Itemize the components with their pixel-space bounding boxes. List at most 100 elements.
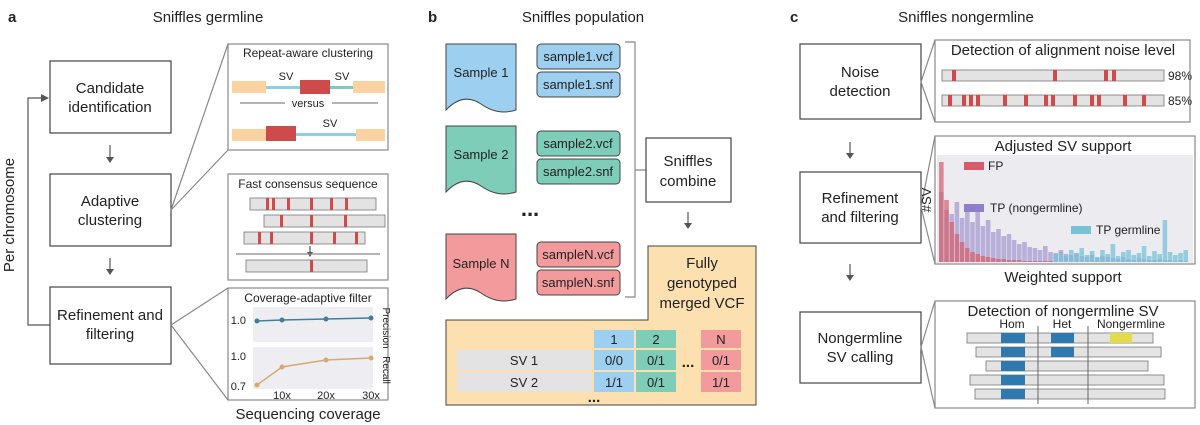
recall-tick-high: 1.0 (231, 351, 246, 363)
c-step1-line2: detection (830, 83, 891, 100)
support-bar (944, 200, 949, 262)
sampleN-snf (536, 269, 621, 296)
support-bar (1001, 259, 1006, 262)
support-bar (1032, 248, 1038, 262)
support-bar (1006, 260, 1012, 262)
support-bar (1063, 256, 1069, 262)
adaptive-clustering-box (49, 173, 172, 247)
merged-line3: merged VCF (659, 295, 744, 312)
table-mid-ellipsis: ... (682, 354, 695, 371)
support-bar (954, 234, 960, 262)
step1-line1: Candidate (76, 80, 144, 97)
x-tick-10x: 10x (273, 390, 291, 402)
support-bar (1069, 250, 1074, 262)
legend-fp-swatch (964, 162, 984, 170)
support-xlabel: Weighted support (1004, 269, 1122, 286)
table-header-2-bg (636, 330, 676, 348)
table-r1cn: 0/1 (712, 353, 730, 368)
support-bar (1001, 236, 1006, 262)
support-bar (954, 202, 960, 262)
support-bar (1022, 242, 1027, 262)
support-bar (1183, 250, 1188, 262)
support-bar (1089, 251, 1095, 262)
arrow-a1-head (106, 157, 114, 163)
sampleN-snf-label: sampleN.snf (542, 275, 615, 290)
table-row-1-label: SV 1 (510, 353, 538, 368)
sequencing-coverage-label: Sequencing coverage (235, 406, 380, 423)
support-bar (985, 220, 991, 262)
sample2-snf-label: sample2.snf (543, 164, 613, 179)
support-bar (1048, 252, 1053, 262)
sampleN-label: Sample N (452, 256, 509, 271)
table-row-2-label-bg (457, 372, 592, 392)
panel-b-letter: b (428, 9, 437, 26)
sample1-snf (536, 71, 621, 98)
samples-ellipsis: ... (521, 196, 539, 221)
noise-read-2-marks (948, 95, 1146, 106)
panel-c-title: Sniffles nongermline (898, 9, 1034, 26)
support-bar (1141, 246, 1147, 262)
sample2-label: Sample 2 (454, 147, 509, 162)
support-bar (1167, 252, 1173, 262)
sampleN-vcf-label: sampleN.vcf (542, 247, 614, 262)
precision-points (254, 315, 374, 324)
repeat-aware-title: Repeat-aware clustering (243, 46, 373, 60)
sample1-label: Sample 1 (454, 65, 509, 80)
precision-axis-label: Precision (380, 307, 391, 348)
support-bar (1126, 250, 1131, 262)
sample1-doc (445, 43, 517, 113)
sample1-snf-label: sample1.snf (543, 77, 613, 92)
legend-tp-germline-swatch (1071, 226, 1091, 234)
support-bar (1121, 252, 1126, 262)
support-bar (1022, 261, 1027, 262)
noise-level-2: 85% (1168, 94, 1192, 108)
sample2-snf (536, 158, 621, 185)
sample2-vcf (536, 130, 621, 157)
table-r2cn-bg (701, 372, 741, 392)
support-bar (1173, 255, 1178, 262)
repeat-sv-label-1: SV (279, 71, 294, 83)
support-bar (1178, 253, 1183, 262)
consensus-result-mark (310, 260, 313, 272)
support-bar (975, 254, 980, 262)
arrow-c2-head (846, 275, 854, 281)
merged-line1: Fully (686, 255, 718, 272)
support-bar (1032, 261, 1038, 262)
table-header-n-bg (701, 330, 741, 348)
arrow-c1-head (846, 153, 854, 159)
step2-line1: Adaptive (81, 193, 139, 210)
consensus-result-read (245, 259, 368, 273)
panel-a-letter: a (8, 9, 17, 26)
support-bar (1037, 261, 1043, 262)
precision-line (256, 317, 372, 322)
noise-title: Detection of alignment noise level (951, 42, 1175, 59)
table-r2c2-bg (636, 372, 676, 392)
sample2-vcf-label: sample2.vcf (543, 136, 613, 151)
table-r2c2: 0/1 (647, 375, 665, 390)
support-bar (1079, 248, 1084, 262)
label-het: Het (1053, 317, 1072, 331)
support-bar (1115, 256, 1121, 262)
precision-tick: 1.0 (231, 315, 246, 327)
support-ylabel: #SV (919, 187, 934, 212)
c-step2-line1: Refinement (822, 190, 900, 207)
repeat-read-1 (232, 80, 385, 94)
support-bar (1027, 261, 1032, 262)
noise-read-1-marks (952, 70, 1116, 81)
support-bar (985, 257, 991, 262)
support-bar (1043, 261, 1048, 262)
table-bottom-ellipsis: ... (588, 389, 601, 406)
x-tick-20x: 20x (317, 390, 335, 402)
support-bar (1017, 244, 1022, 262)
connector-clustering (170, 43, 229, 211)
table-row-1-label-bg (457, 350, 592, 370)
support-bars (939, 162, 1188, 262)
c-refinement-box (799, 171, 922, 244)
support-bar (939, 162, 944, 262)
sampleN-doc (445, 233, 517, 302)
table-r2c1: 1/1 (605, 375, 623, 390)
c-step3-line1: Nongermline (817, 330, 902, 347)
legend-tp-germline: TP germline (1096, 223, 1161, 237)
table-header-1-bg (594, 330, 634, 348)
table-r1cn-bg (701, 350, 741, 370)
